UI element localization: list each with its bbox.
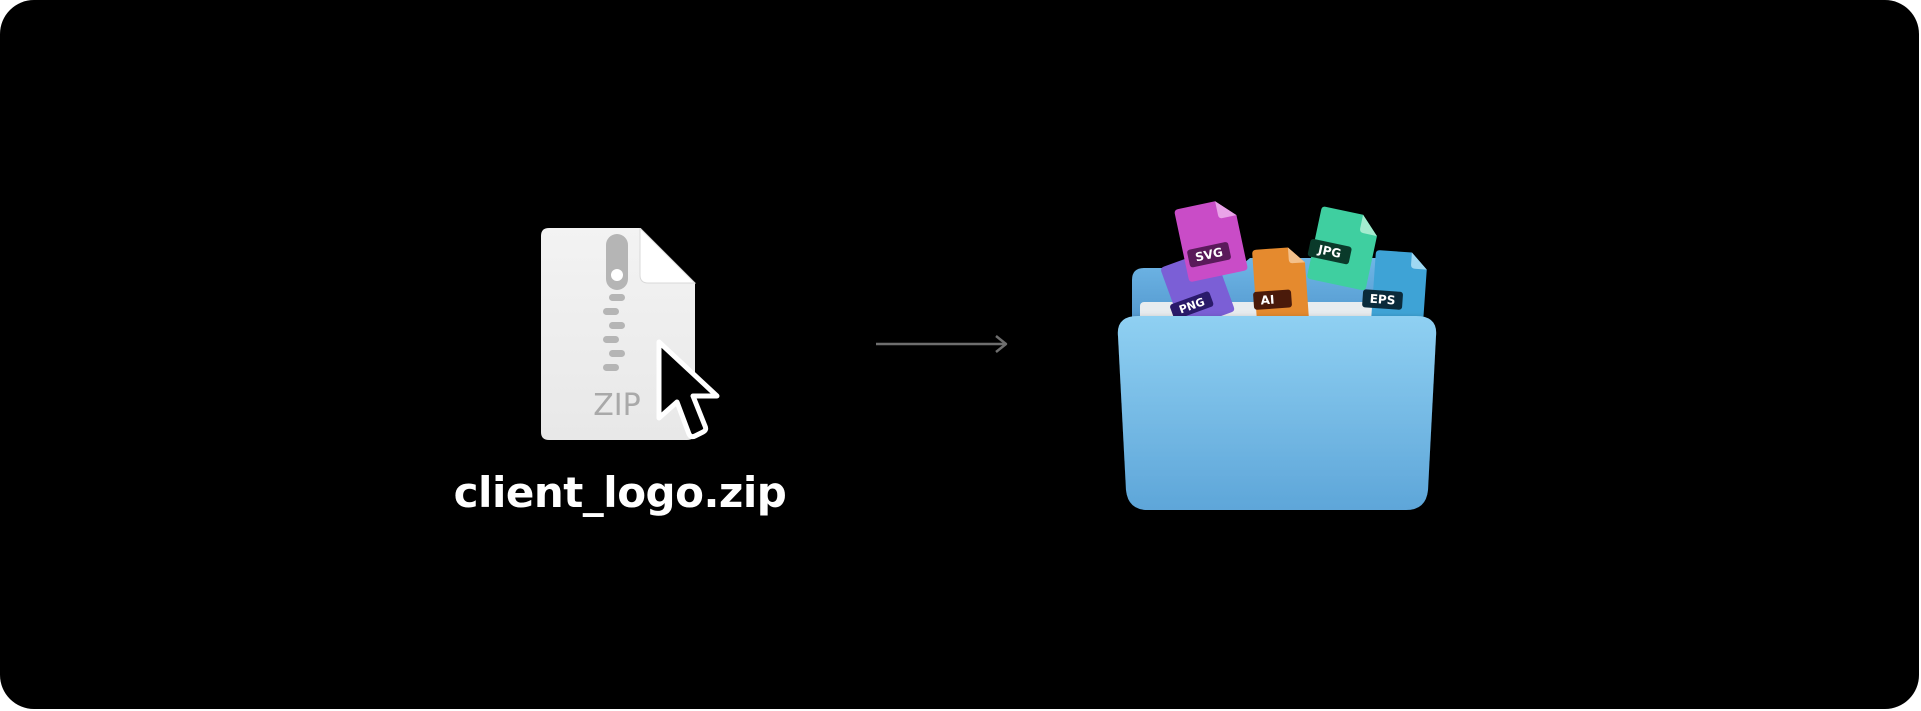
eps-label: EPS [1369,292,1396,308]
folder-icon: PNG SVG AI JPG [1117,201,1437,510]
ai-file-icon: AI [1252,247,1309,324]
svg-file-icon: SVG [1174,201,1248,282]
jpg-file-icon: JPG [1307,206,1377,291]
ai-label: AI [1260,293,1275,308]
zip-icon-label: ZIP [593,388,641,423]
extracted-folder[interactable]: PNG SVG AI JPG [1110,190,1450,530]
zip-file-name: client_logo.zip [453,468,787,517]
zip-file-item[interactable]: ZIP [541,226,720,448]
mouse-pointer-icon [656,339,720,440]
eps-file-icon: EPS [1362,250,1427,338]
svg-label: SVG [1194,245,1224,264]
jpg-label: JPG [1316,242,1342,261]
arrow-right-icon [876,335,1008,353]
